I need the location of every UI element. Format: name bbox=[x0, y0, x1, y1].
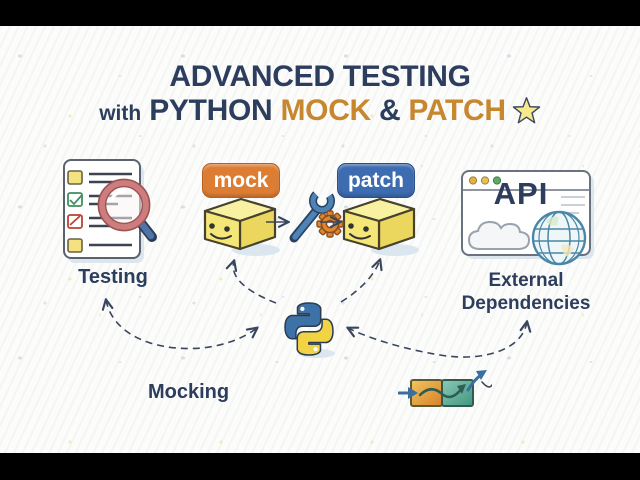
subtitle-patch: PATCH bbox=[408, 94, 506, 127]
globe-icon bbox=[531, 210, 587, 266]
page-title: ADVANCED TESTING bbox=[169, 60, 471, 93]
external-label-line2: Dependencies bbox=[461, 293, 591, 314]
page-subtitle: with PYTHON MOCK & PATCH bbox=[0, 94, 640, 128]
patch-cube-icon bbox=[337, 194, 421, 256]
external-dependencies-label: External Dependencies bbox=[460, 269, 592, 315]
gear-icon bbox=[316, 210, 344, 238]
api-label: API bbox=[493, 176, 549, 211]
external-label-line1: External bbox=[488, 270, 564, 291]
subtitle-with: with bbox=[99, 102, 142, 125]
mock-cube-icon bbox=[198, 194, 282, 256]
mock-badge: mock bbox=[202, 163, 280, 198]
python-logo-icon bbox=[281, 299, 337, 359]
cloud-icon bbox=[467, 220, 531, 250]
checklist-magnifier-icon bbox=[56, 153, 162, 269]
subtitle-mock: MOCK bbox=[280, 94, 371, 127]
patch-badge: patch bbox=[337, 163, 415, 198]
mocking-label: Mocking bbox=[148, 381, 230, 403]
subtitle-amp: & bbox=[378, 94, 401, 127]
patch-blocks-icon bbox=[398, 368, 492, 412]
testing-label: Testing bbox=[78, 266, 148, 288]
api-browser-window-icon bbox=[458, 163, 594, 271]
star-icon bbox=[512, 96, 541, 125]
magnifier-glass-icon bbox=[97, 178, 157, 242]
wrench-icon bbox=[289, 188, 335, 243]
subtitle-python: PYTHON bbox=[149, 94, 273, 127]
wrench-gear-icon bbox=[286, 184, 352, 250]
